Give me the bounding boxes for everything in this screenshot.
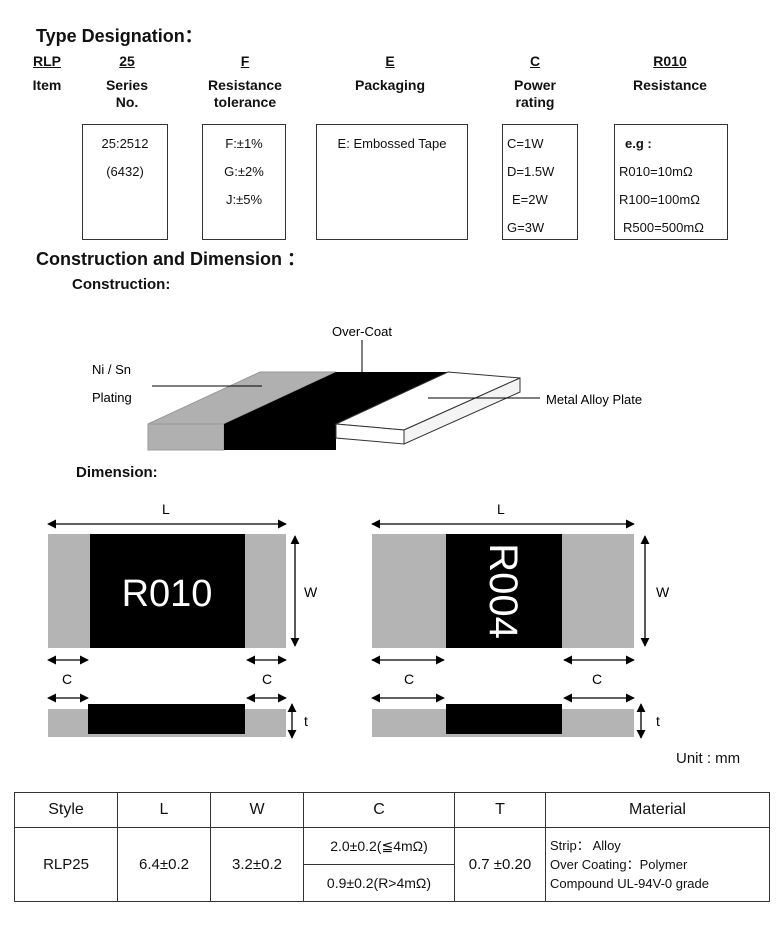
code-resistance: R010 xyxy=(653,53,687,69)
resistance-r010: R010=10mΩ xyxy=(619,164,693,179)
resistance-box: e.g : R010=10mΩ R100=100mΩ R500=500mΩ xyxy=(614,124,728,240)
power-e: E=2W xyxy=(512,192,548,207)
left-c2-label: C xyxy=(262,671,272,687)
cell-c1: 2.0±0.2(≦4mΩ) xyxy=(303,827,455,865)
code-item: RLP xyxy=(33,53,61,69)
plating-front xyxy=(147,423,225,451)
label-packaging: Packaging xyxy=(354,77,426,93)
material-overcoat: Over Coating：Polymer xyxy=(550,857,688,872)
left-w-label: W xyxy=(304,584,318,600)
table-row: 0.9±0.2(R>4mΩ) xyxy=(15,864,770,902)
code-tolerance: F xyxy=(240,53,250,69)
right-c2-label: C xyxy=(592,671,602,687)
tolerance-j: J:±5% xyxy=(225,192,263,207)
packaging-box: E: Embossed Tape xyxy=(316,124,468,240)
resistance-r500: R500=500mΩ xyxy=(623,220,704,235)
material-strip: Strip： Alloy xyxy=(550,838,621,853)
series-size: (6432) xyxy=(106,164,144,179)
right-t-label: t xyxy=(656,713,660,729)
right-c1-label: C xyxy=(404,671,414,687)
power-g: G=3W xyxy=(507,220,545,235)
header-style: Style xyxy=(14,792,118,828)
code-series: 25 xyxy=(119,53,135,69)
packaging-e: E: Embossed Tape xyxy=(337,136,447,151)
left-chip-overcoat xyxy=(90,534,245,648)
label-tolerance: Resistance tolerance xyxy=(208,77,282,110)
cell-w: 3.2±0.2 xyxy=(210,827,304,902)
code-packaging: E xyxy=(385,53,395,69)
right-chip-overcoat xyxy=(446,534,562,648)
right-marking: R004 xyxy=(481,543,525,639)
left-marking: R010 xyxy=(122,573,213,615)
plating-label-2: Plating xyxy=(92,390,132,405)
spec-header-row: Style L W C T Material xyxy=(14,792,770,828)
cell-c2: 0.9±0.2(R>4mΩ) xyxy=(303,864,455,902)
dimension-diagram: L R010 W C C t L R004 W C C t xyxy=(47,501,670,739)
overcoat-front xyxy=(224,424,336,450)
left-c1-label: C xyxy=(62,671,72,687)
header-l: L xyxy=(117,792,211,828)
tolerance-f: F:±1% xyxy=(225,136,263,151)
type-designation-title: Type Designation： xyxy=(36,26,203,46)
left-l-label: L xyxy=(162,501,170,517)
overcoat-label: Over-Coat xyxy=(332,324,392,339)
label-item: Item xyxy=(32,77,62,93)
power-c: C=1W xyxy=(507,136,544,151)
header-c: C xyxy=(303,792,455,828)
overcoat-top xyxy=(224,372,448,424)
right-side-overcoat xyxy=(446,704,562,734)
tolerance-box: F:±1% G:±2% J:±5% xyxy=(202,124,286,240)
code-power: C xyxy=(529,53,541,69)
left-side-overcoat xyxy=(88,704,245,734)
label-series: Series No. xyxy=(105,77,149,110)
metal-side xyxy=(403,377,521,445)
construction-dimension-title: Construction and Dimension ： xyxy=(36,249,306,269)
header-t: T xyxy=(454,792,546,828)
cell-t: 0.7 ±0.20 xyxy=(454,827,546,902)
unit-label: Unit : mm xyxy=(676,750,741,767)
label-power: Power rating xyxy=(513,77,556,110)
series-value: 25:2512 xyxy=(101,136,149,151)
construction-diagram: Over-Coat Ni / Sn Plating Metal Alloy Pl… xyxy=(92,324,642,451)
series-box: 25:2512 (6432) xyxy=(82,124,168,240)
resistance-eg: e.g : xyxy=(625,136,652,151)
left-t-label: t xyxy=(304,713,308,729)
right-l-label: L xyxy=(497,501,505,517)
header-w: W xyxy=(210,792,304,828)
dimension-subtitle: Dimension: xyxy=(76,464,158,481)
table-row: RLP25 6.4±0.2 3.2±0.2 2.0±0.2(≦4mΩ) 0.7 … xyxy=(14,827,770,902)
power-box: C=1W D=1.5W E=2W G=3W xyxy=(502,124,578,240)
resistance-r100: R100=100mΩ xyxy=(619,192,700,207)
metal-label: Metal Alloy Plate xyxy=(546,392,642,407)
label-resistance: Resistance xyxy=(633,77,707,93)
cell-l: 6.4±0.2 xyxy=(117,827,211,902)
tolerance-g: G:±2% xyxy=(224,164,264,179)
right-w-label: W xyxy=(656,584,670,600)
header-material: Material xyxy=(545,792,770,828)
power-d: D=1.5W xyxy=(507,164,555,179)
cell-material: Strip： Alloy Over Coating：Polymer Compou… xyxy=(545,827,770,902)
spec-table: Style L W C T Material RLP25 6.4±0.2 3.2… xyxy=(14,792,770,902)
plating-label-1: Ni / Sn xyxy=(92,362,131,377)
construction-subtitle: Construction: xyxy=(72,276,171,293)
cell-style: RLP25 xyxy=(14,827,118,902)
material-compound: Compound UL-94V-0 grade xyxy=(550,876,709,891)
